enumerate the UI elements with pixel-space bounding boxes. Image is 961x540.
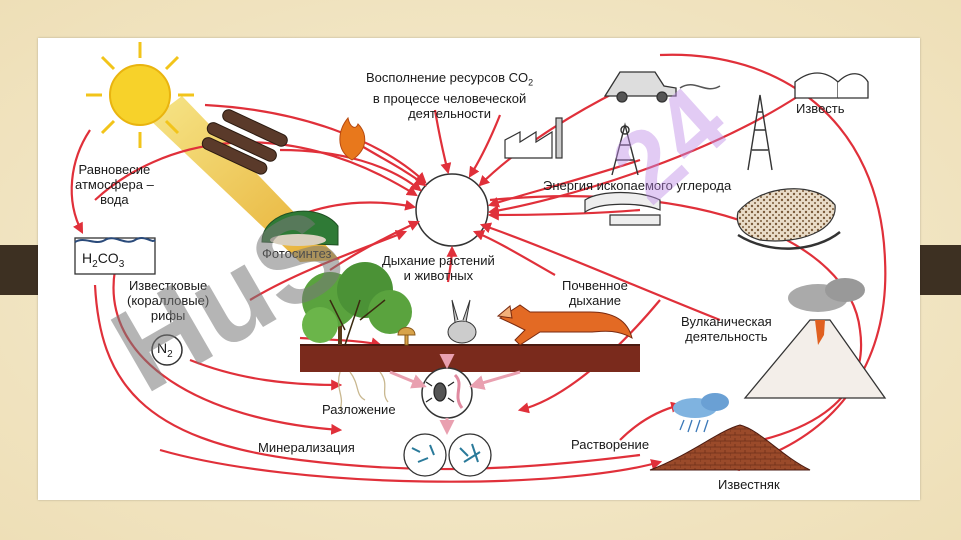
h2co3-sub1: 2 xyxy=(92,258,98,270)
lime-label: Известь xyxy=(796,101,845,116)
logs-icon xyxy=(201,109,288,175)
decomposition-flow-arrows xyxy=(389,354,521,435)
car-icon xyxy=(603,71,677,103)
soil-resp-line2: дыхание xyxy=(568,293,622,308)
rabbit-icon xyxy=(447,299,477,344)
ocean-box xyxy=(74,237,156,275)
equilibrium-label: Равновесие атмосфера – вода xyxy=(75,162,154,207)
fossil-energy-label: Энергия ископаемого углерода xyxy=(543,178,732,193)
reefs-line2: (коралловые) xyxy=(127,293,210,308)
volcanic-line2: деятельность xyxy=(685,329,768,344)
soil-respiration-label: Почвенное дыхание xyxy=(562,278,628,308)
mine-headframe-icon xyxy=(611,122,639,176)
replenish-line2: в процессе человеческой xyxy=(372,90,527,106)
n2-formula: N2 xyxy=(157,340,173,360)
worm-icon xyxy=(453,373,464,409)
decomposition-circle xyxy=(421,367,473,419)
mushroom-icon xyxy=(397,327,416,346)
equilibrium-line1: Равновесие xyxy=(78,162,151,177)
left-band xyxy=(0,245,38,295)
right-band xyxy=(920,245,961,295)
soil-resp-line1: Почвенное xyxy=(562,278,628,293)
h2co3-co: CO xyxy=(97,250,119,266)
reefs-line3: рифы xyxy=(150,308,186,323)
fire-icon xyxy=(339,116,366,161)
h2co3-h: H xyxy=(82,250,93,266)
roots-icon xyxy=(337,371,389,411)
atmosphere-co2-circle xyxy=(415,173,489,247)
replenish-subscript: 2 xyxy=(528,77,534,88)
limestone-mound-icon xyxy=(649,424,811,471)
photosynthesis-dome-icon xyxy=(261,210,339,246)
lime-kiln-icon xyxy=(794,72,869,99)
respiration-label: Дыхание растений и животных xyxy=(382,253,495,283)
h2co3-formula: H2CO3 xyxy=(82,250,124,270)
equilibrium-line3: вода xyxy=(100,192,129,207)
soil-block xyxy=(300,344,640,372)
factory-icon xyxy=(504,117,563,159)
tree-icon xyxy=(302,262,412,346)
coal-deposit-icon xyxy=(736,188,841,250)
oil-pipe-icon xyxy=(584,191,661,226)
h2co3-sub2: 3 xyxy=(118,258,125,270)
reefs-line1: Известковые xyxy=(128,278,208,293)
reefs-label: Известковые (коралловые) рифы xyxy=(127,278,209,323)
co2-flow-arrows xyxy=(94,89,801,322)
volcano-icon xyxy=(743,278,887,399)
photosynthesis-label: Фотосинтез xyxy=(262,246,332,261)
respiration-line1: Дыхание растений xyxy=(382,253,495,268)
exhaust-smoke xyxy=(679,83,721,90)
n2-n: N xyxy=(157,340,168,356)
equilibrium-line2: атмосфера – xyxy=(75,177,154,192)
limestone-label: Известняк xyxy=(718,477,780,492)
n2-sub: 2 xyxy=(167,348,173,360)
rain-cloud-icon xyxy=(673,393,729,433)
beetle-icon xyxy=(425,381,455,403)
respiration-line2: и животных xyxy=(403,268,474,283)
dissolution-label: Растворение xyxy=(571,437,650,452)
replenish-line3: деятельности xyxy=(408,105,492,121)
sun-icon xyxy=(86,42,194,148)
replenish-co2-label: Восполнение ресурсов CO2 в процессе чело… xyxy=(366,70,533,121)
fox-icon xyxy=(496,304,633,346)
volcanic-activity-label: Вулканическая деятельность xyxy=(681,314,772,344)
carbon-cycle-diagram xyxy=(70,42,887,483)
nitrogen-circle xyxy=(151,334,183,366)
oil-derrick-icon xyxy=(747,94,773,171)
decomposition-label: Разложение xyxy=(322,402,396,417)
volcanic-line1: Вулканическая xyxy=(681,314,772,329)
mineralization-label: Минерализация xyxy=(258,440,355,455)
replenish-line1: Восполнение ресурсов CO xyxy=(366,70,529,85)
mineralization-bacteria-icon xyxy=(403,433,492,477)
